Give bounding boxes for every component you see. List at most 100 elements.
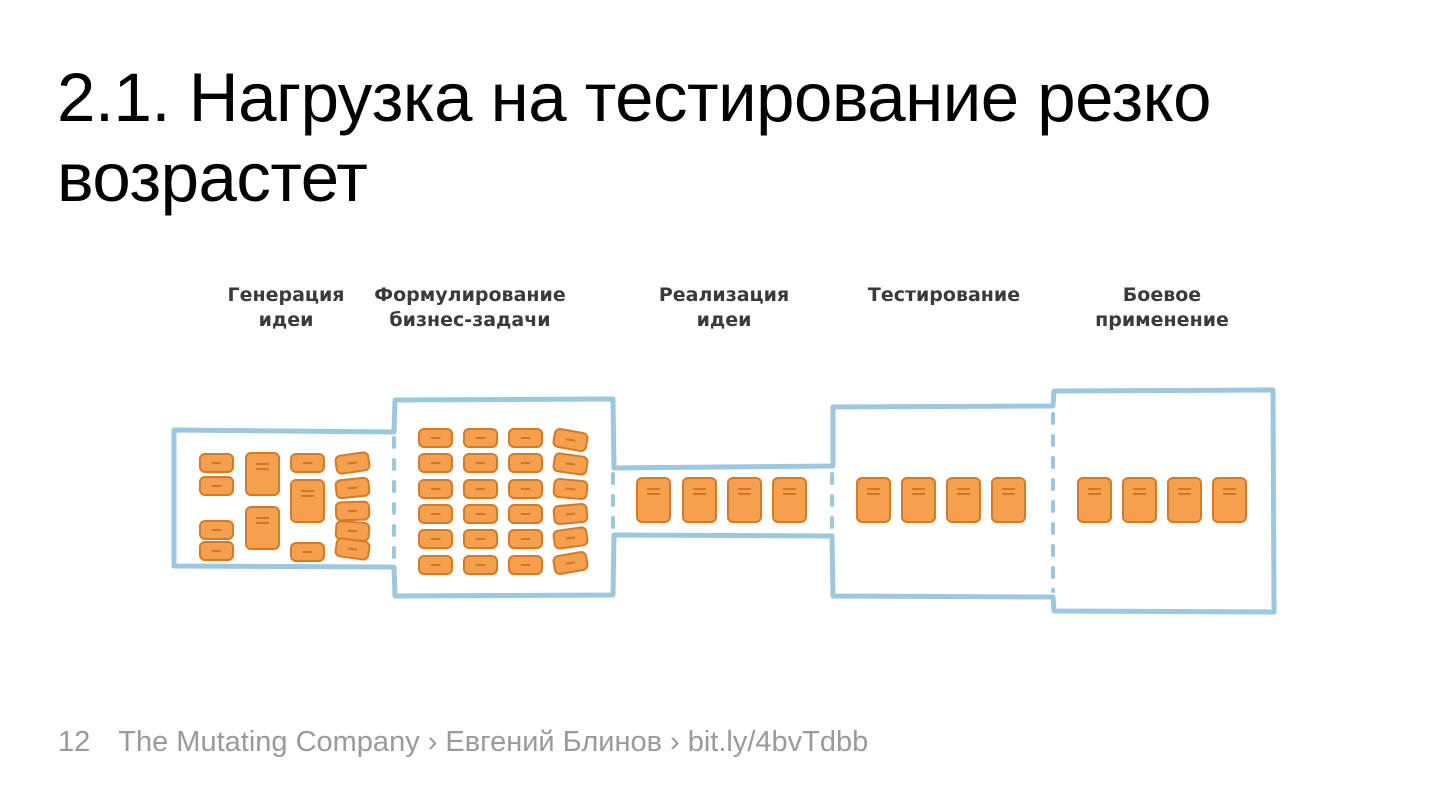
- task-block: [1077, 477, 1112, 523]
- task-block: [334, 476, 371, 500]
- stage-label-4: Тестирование: [868, 284, 1020, 306]
- task-block: [290, 542, 325, 562]
- task-block: [290, 479, 325, 523]
- footer-separator-2: ›: [670, 726, 680, 758]
- task-block: [463, 453, 498, 473]
- task-block-body: [856, 477, 891, 523]
- task-block: [290, 453, 325, 473]
- task-block: [245, 452, 280, 496]
- task-block-body: [1122, 477, 1157, 523]
- task-block-body: [1077, 477, 1112, 523]
- task-block-body: [772, 477, 807, 523]
- page-number: 12: [58, 726, 91, 758]
- task-block: [901, 477, 936, 523]
- pipeline-svg: Генерация идеи Формулирование бизнес-задачи…: [171, 284, 1277, 615]
- footer-company: The Mutating Company: [118, 726, 420, 758]
- task-block: [508, 504, 543, 524]
- task-block: [552, 452, 589, 476]
- task-block: [1167, 477, 1202, 523]
- slide-title: 2.1. Нагрузка на тестирование резко возр…: [57, 59, 1212, 216]
- stage-label-line: Тестирование: [868, 284, 1020, 306]
- task-block: [463, 529, 498, 549]
- stage-label-3: Реализация идеи: [659, 284, 789, 331]
- stage-label-line: бизнес-задачи: [389, 309, 550, 331]
- task-block: [463, 428, 498, 448]
- task-block: [418, 504, 453, 524]
- task-block-body: [636, 477, 671, 523]
- stage-label-line: Генерация: [227, 284, 344, 306]
- task-block: [418, 529, 453, 549]
- task-block: [418, 453, 453, 473]
- pipeline-outline: [171, 387, 1277, 615]
- task-block-body: [946, 477, 981, 523]
- task-block-body: [1212, 477, 1247, 523]
- task-block-mark: [347, 547, 358, 551]
- pipeline-diagram: Генерация идеи Формулирование бизнес-задачи…: [120, 240, 1320, 680]
- task-block-mark: [565, 512, 576, 516]
- footer-author: Евгений Блинов: [445, 726, 663, 758]
- task-block: [199, 453, 234, 473]
- task-block: [508, 428, 543, 448]
- task-block: [463, 479, 498, 499]
- task-block: [552, 503, 589, 525]
- task-block: [199, 520, 234, 540]
- task-block-mark: [565, 462, 576, 466]
- task-block-mark: [347, 461, 358, 465]
- task-block: [199, 476, 234, 496]
- task-block: [727, 477, 762, 523]
- task-block-body: [727, 477, 762, 523]
- task-block: [552, 551, 589, 575]
- task-block: [508, 479, 543, 499]
- task-block-mark: [347, 529, 358, 533]
- task-block: [508, 453, 543, 473]
- task-block: [1122, 477, 1157, 523]
- task-block: [682, 477, 717, 523]
- task-block-body: [991, 477, 1026, 523]
- task-block-mark: [565, 438, 576, 442]
- task-block: [552, 526, 589, 550]
- task-block: [418, 555, 453, 575]
- task-block: [418, 479, 453, 499]
- stage-label-5: Боевое применение: [1095, 284, 1229, 331]
- task-block-mark: [347, 486, 358, 490]
- task-block: [991, 477, 1026, 523]
- stage-label-line: идеи: [697, 309, 752, 331]
- task-block: [552, 478, 589, 500]
- task-block: [636, 477, 671, 523]
- stage-label-line: Боевое: [1123, 284, 1201, 306]
- task-block-body: [901, 477, 936, 523]
- task-block: [508, 529, 543, 549]
- stage-label-1: Генерация идеи: [227, 284, 344, 331]
- task-block-body: [290, 479, 325, 523]
- footer-link[interactable]: bit.ly/4bvTdbb: [687, 726, 869, 758]
- task-block-mark: [565, 536, 576, 540]
- task-block: [245, 506, 280, 550]
- task-block: [856, 477, 891, 523]
- task-block: [334, 537, 371, 561]
- task-block: [334, 500, 371, 522]
- task-block-mark: [565, 487, 576, 491]
- stage-label-line: идеи: [259, 309, 314, 331]
- task-block: [508, 555, 543, 575]
- task-block: [772, 477, 807, 523]
- task-block-mark: [565, 561, 576, 565]
- task-block: [418, 428, 453, 448]
- stage-label-2: Формулирование бизнес-задачи: [374, 284, 565, 331]
- task-block: [199, 541, 234, 561]
- stage-label-line: Формулирование: [374, 284, 565, 306]
- task-block-body: [682, 477, 717, 523]
- stage-label-line: Реализация: [659, 284, 789, 306]
- task-block: [946, 477, 981, 523]
- task-block-body: [245, 506, 280, 550]
- task-block: [1212, 477, 1247, 523]
- task-block-body: [245, 452, 280, 496]
- footer-separator-1: ›: [427, 726, 438, 758]
- task-block: [334, 451, 371, 475]
- task-block: [552, 428, 589, 452]
- task-block: [463, 504, 498, 524]
- task-block-body: [1167, 477, 1202, 523]
- task-block: [463, 555, 498, 575]
- stage-label-line: применение: [1095, 309, 1229, 331]
